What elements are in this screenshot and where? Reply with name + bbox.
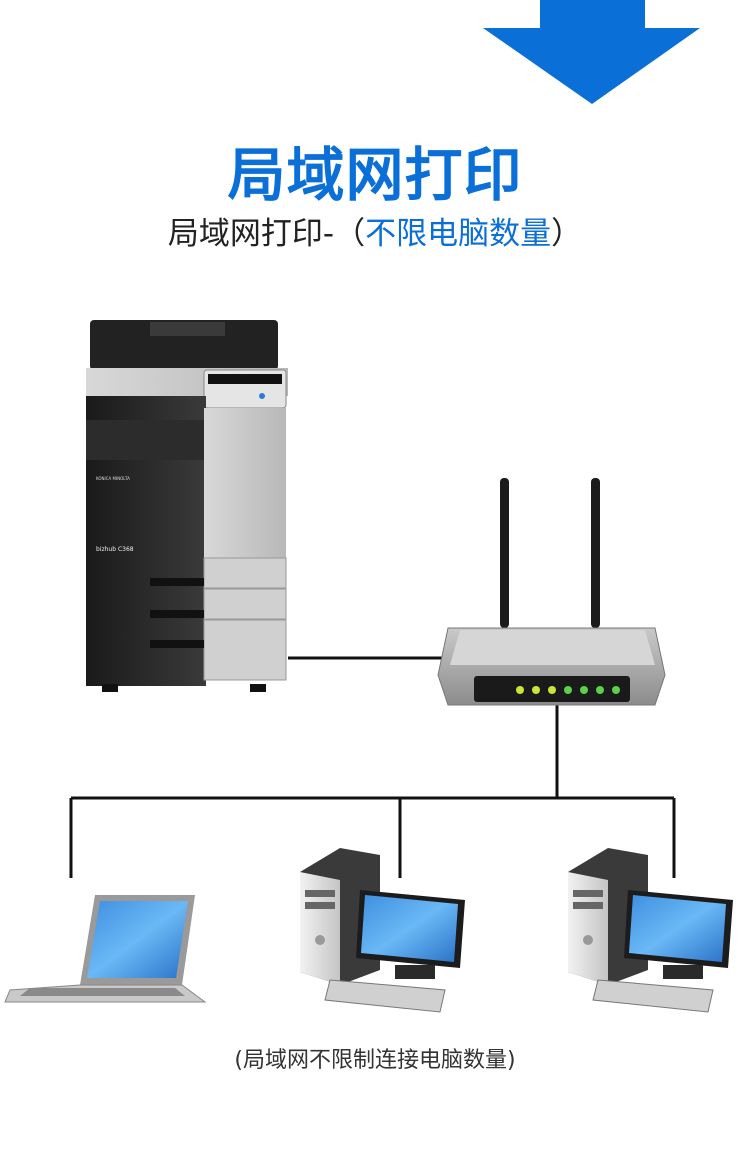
subtitle-prefix: 局域网打印-（ [167,216,366,252]
page-title: 局域网打印 [227,141,523,209]
network-cables [69,656,676,878]
down-arrow-icon [0,0,750,110]
printer-icon: KONICA MINOLTA bizhub C368 [86,320,288,692]
page-subtitle: 局域网打印-（不限电脑数量） [0,208,750,253]
diagram-caption: (局域网不限制连接电脑数量) [234,1048,516,1073]
printer-model-label: bizhub C368 [96,546,134,553]
desktop-computer-icon-2 [568,848,733,1013]
network-diagram: KONICA MINOLTA bizhub C368 [0,300,750,1030]
laptop-icon [4,895,207,1003]
router-icon [437,478,666,706]
printer-brand-label: KONICA MINOLTA [96,476,130,481]
desktop-computer-icon-1 [300,848,465,1013]
subtitle-suffix: ） [551,216,583,252]
router-status-lights [516,686,620,694]
subtitle-highlight: 不限电脑数量 [365,216,552,252]
